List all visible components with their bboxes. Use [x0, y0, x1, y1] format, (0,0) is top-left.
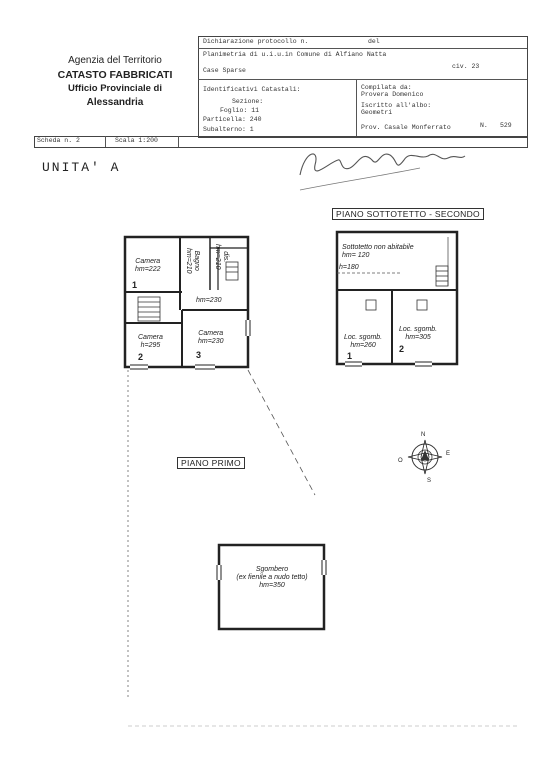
sezione-label: Sezione: — [232, 98, 264, 105]
room-hm230: hm=230 — [196, 297, 222, 304]
room-number-2: 2 — [138, 352, 144, 362]
piano-primo-label: PIANO PRIMO — [177, 457, 245, 469]
subalterno-label: Subalterno: 1 — [203, 126, 254, 133]
planimetria-label: Planimetria di u.i.u.in Comune di Alfian… — [203, 51, 387, 58]
catasto-title: CATASTO FABBRICATI — [57, 69, 173, 81]
room-loc-sgomb-2: Loc. sgomb.hm=305 — [399, 326, 438, 341]
scheda-strip — [34, 136, 528, 148]
compass-e: E — [446, 451, 451, 457]
agency-block: Agenzia del Territorio CATASTO FABBRICAT… — [40, 54, 190, 110]
agency-name: Agenzia del Territorio — [68, 55, 162, 66]
header-form — [198, 36, 528, 138]
n-value: 529 — [500, 122, 512, 129]
province-name: Alessandria — [86, 97, 144, 108]
compass-n: N — [421, 432, 426, 438]
room-h180: h=180 — [339, 264, 359, 271]
room-sgombero: Sgombero (ex fienile a nudo tetto) hm=35… — [236, 566, 308, 589]
scala-label: Scala 1:200 — [115, 137, 158, 144]
room-number-3: 3 — [196, 350, 202, 360]
address-label: Case Sparse — [203, 67, 246, 74]
compass-s: S — [427, 478, 432, 484]
iscritto-label: Iscritto all'albo: — [361, 102, 432, 109]
room-number-s1: 1 — [347, 351, 353, 361]
compiler-name: Provera Domenico — [361, 91, 424, 98]
room-number-s2: 2 — [399, 344, 405, 354]
particella-label: Particella: 240 — [203, 116, 262, 123]
unita-label: UNITA' A — [42, 160, 121, 175]
prov-label: Prov. Casale Monferrato — [361, 124, 451, 131]
dichiarazione-label: Dichiarazione protocollo n. — [203, 38, 309, 45]
albo-value: Geometri — [361, 109, 393, 116]
identificativi-label: Identificativi Catastali: — [203, 86, 301, 93]
room-number-1: 1 — [132, 280, 138, 290]
compilata-label: Compilata da: — [361, 84, 412, 91]
del-label: del — [368, 38, 380, 45]
civ-label: civ. 23 — [452, 63, 480, 70]
ufficio-label: Ufficio Provinciale di — [68, 83, 162, 94]
piano-sottotetto-label: PIANO SOTTOTETTO - SECONDO — [332, 208, 484, 220]
n-label: N. — [480, 122, 488, 129]
compass-rose-icon — [407, 439, 443, 475]
room-loc-sgomb-1: Loc. sgomb.hm=260 — [344, 334, 383, 349]
room-dis: dis.hm=210 — [214, 244, 229, 270]
scheda-label: Scheda n. 2 — [37, 137, 80, 144]
compass-o: O — [398, 458, 403, 464]
foglio-label: Foglio: 11 — [220, 107, 260, 114]
